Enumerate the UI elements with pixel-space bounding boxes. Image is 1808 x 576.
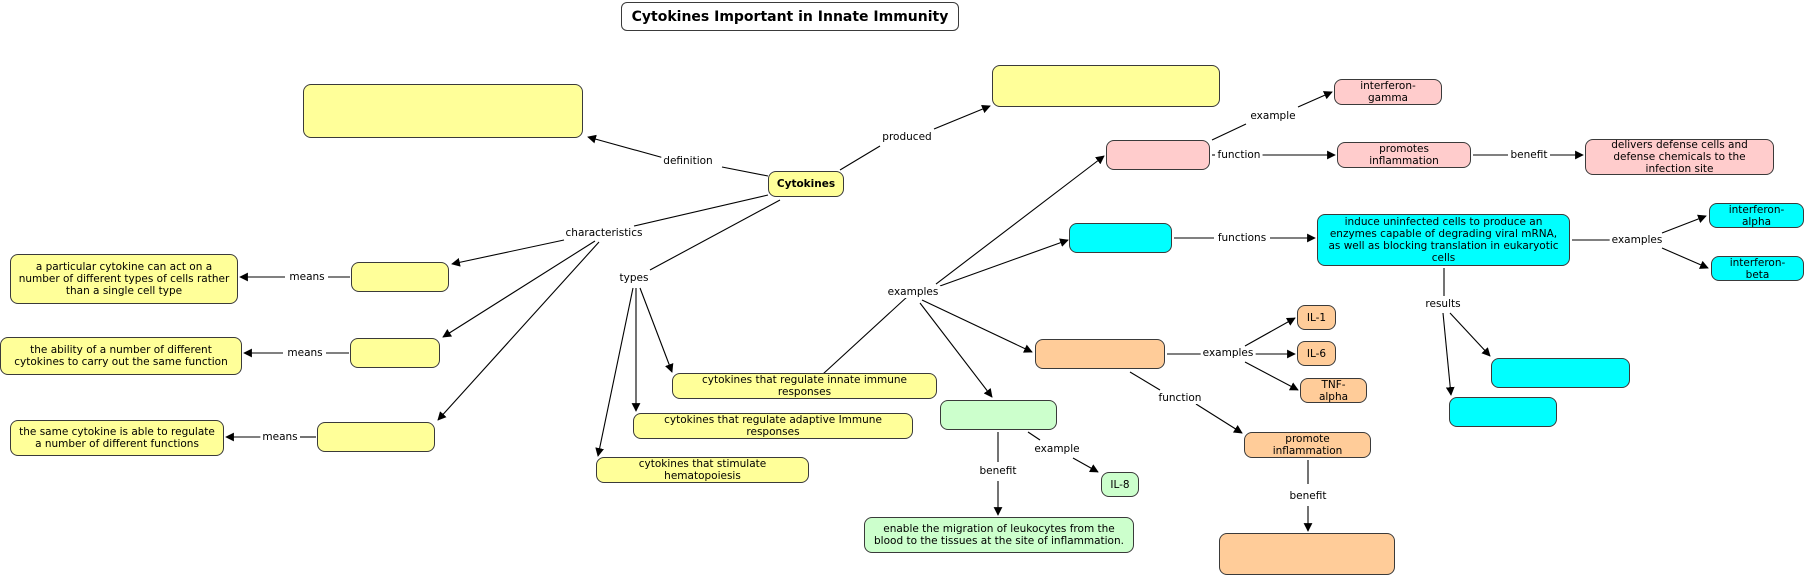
- label-results: results: [1423, 298, 1463, 310]
- edge-innate-examples: [822, 295, 909, 375]
- label-means-3: means: [260, 431, 300, 443]
- edge-types-hematopoiesis: [595, 287, 634, 457]
- label-examples-interferon: examples: [1609, 234, 1665, 246]
- node-interferon-group[interactable]: [1069, 223, 1172, 253]
- edge-types-innate: [639, 287, 674, 373]
- edge-examples-il: [921, 299, 1033, 353]
- label-function-il: function: [1156, 392, 1204, 404]
- node-innate-regulators[interactable]: cytokines that regulate innate immune re…: [672, 373, 937, 399]
- label-function-ifn: function: [1215, 149, 1263, 161]
- edge-cytokines-definition: [721, 166, 769, 177]
- edge-examples-interferon: [939, 238, 1069, 287]
- label-functions-interferon: functions: [1215, 232, 1269, 244]
- edge-char-2: [442, 240, 596, 338]
- edge-il-8: [1072, 457, 1099, 473]
- node-adaptive-regulators[interactable]: cytokines that regulate adaptive Immune …: [633, 413, 913, 439]
- node-multifunction-description[interactable]: the same cytokine is able to regulate a …: [10, 420, 224, 456]
- edge-cytokines-produced: [839, 145, 881, 171]
- edge-examples-ifn-gamma: [935, 155, 1105, 285]
- node-hematopoiesis[interactable]: cytokines that stimulate hematopoiesis: [596, 457, 809, 483]
- label-characteristics: characteristics: [563, 227, 645, 239]
- node-promotes-inflammation[interactable]: promotes inflammation: [1337, 142, 1471, 168]
- edge-produced-target: [933, 104, 991, 130]
- edge-interferon-alpha: [1661, 214, 1707, 234]
- edge-char-3: [437, 241, 600, 421]
- edge-result-2: [1442, 312, 1455, 396]
- node-pleiotropy-description[interactable]: a particular cytokine can act on a numbe…: [10, 254, 238, 304]
- node-redundancy-description[interactable]: the ability of a number of different cyt…: [0, 337, 242, 375]
- node-characteristic-3[interactable]: [317, 422, 435, 452]
- node-interferon-beta[interactable]: interferon-beta: [1711, 256, 1804, 281]
- node-cytokines[interactable]: Cytokines: [768, 171, 844, 197]
- node-result-2[interactable]: [1449, 397, 1557, 427]
- node-characteristic-1[interactable]: [351, 262, 449, 292]
- edge-il-1: [1244, 317, 1296, 347]
- node-interferon-gamma[interactable]: interferon-gamma: [1334, 79, 1442, 105]
- node-ifn-gamma-group[interactable]: [1106, 140, 1210, 170]
- label-example-chemokine: example: [1032, 443, 1082, 455]
- node-enable-migration[interactable]: enable the migration of leukocytes from …: [864, 517, 1134, 553]
- label-benefit-ifn: benefit: [1508, 149, 1550, 161]
- label-means-1: means: [287, 271, 327, 283]
- node-tnf-alpha[interactable]: TNF-alpha: [1300, 378, 1367, 403]
- node-il-1[interactable]: IL-1: [1297, 305, 1336, 330]
- edge-ifn-example: [1211, 123, 1247, 141]
- map-title: Cytokines Important in Innate Immunity: [621, 2, 959, 31]
- node-result-1[interactable]: [1491, 358, 1630, 388]
- node-il-6[interactable]: IL-6: [1297, 341, 1336, 366]
- label-benefit-il: benefit: [1287, 490, 1329, 502]
- label-produced: produced: [880, 131, 934, 143]
- label-definition: definition: [661, 155, 715, 167]
- node-produced-target[interactable]: [992, 65, 1220, 107]
- edge-chemokine-example: [1027, 431, 1041, 441]
- node-interleukin-group[interactable]: [1035, 339, 1165, 369]
- edge-il-function: [1129, 371, 1161, 391]
- edge-definition-target: [587, 134, 665, 159]
- edge-result-1: [1449, 312, 1491, 357]
- node-chemokine-group[interactable]: [940, 400, 1057, 430]
- label-examples-il: examples: [1200, 347, 1256, 359]
- node-interferon-alpha[interactable]: interferon-alpha: [1709, 203, 1804, 228]
- label-means-2: means: [285, 347, 325, 359]
- node-definition-target[interactable]: [303, 84, 583, 138]
- node-induce-uninfected[interactable]: induce uninfected cells to produce an en…: [1317, 214, 1570, 266]
- edge-examples-chemokine: [919, 302, 993, 398]
- node-il-8[interactable]: IL-8: [1101, 472, 1139, 497]
- label-types: types: [617, 272, 651, 284]
- node-promote-inflammation[interactable]: promote inflammation: [1244, 432, 1371, 458]
- label-example-ifn: example: [1248, 110, 1298, 122]
- node-delivers-defense[interactable]: delivers defense cells and defense chemi…: [1585, 139, 1774, 175]
- edge-tnf-alpha: [1244, 361, 1299, 391]
- edge-promote-inflammation: [1195, 403, 1243, 434]
- node-benefit-target[interactable]: [1219, 533, 1395, 575]
- edge-char-1: [451, 239, 565, 267]
- edge-interferon-beta: [1661, 247, 1709, 269]
- edge-cytokines-characteristics: [633, 194, 769, 227]
- label-examples-main: examples: [885, 286, 941, 298]
- node-characteristic-2[interactable]: [350, 338, 440, 368]
- edge-interferon-gamma: [1297, 91, 1333, 108]
- edge-cytokines-types: [649, 199, 781, 271]
- label-benefit-chemokine: benefit: [977, 465, 1019, 477]
